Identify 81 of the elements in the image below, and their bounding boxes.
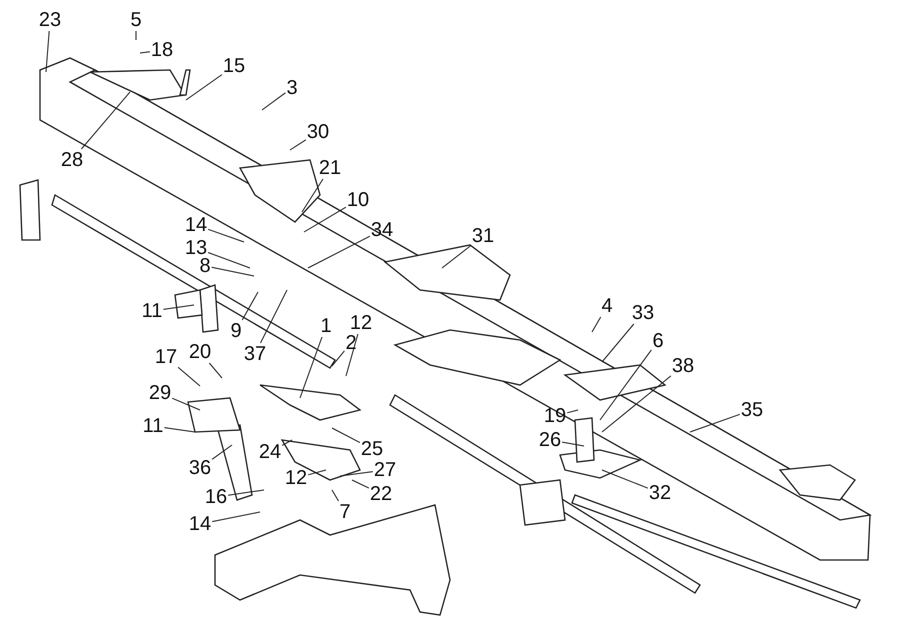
callout-number: 7 [339, 502, 351, 522]
callout-number: 10 [346, 190, 370, 210]
callout-number: 31 [472, 226, 494, 246]
leader-line [282, 440, 292, 446]
callout-number: 1 [320, 316, 332, 336]
callout-number: 14 [188, 514, 212, 534]
leader-line [566, 410, 578, 414]
leader-line [302, 178, 324, 212]
leader-line [140, 51, 150, 54]
leader-line [442, 245, 472, 268]
leader-line [592, 316, 602, 332]
leader-line [290, 139, 306, 150]
callout-number: 23 [38, 10, 62, 30]
leader-line [690, 414, 740, 432]
leader-line [260, 290, 288, 344]
callout-number: 35 [740, 400, 764, 420]
callout-number: 29 [148, 383, 172, 403]
leader-line [208, 252, 250, 268]
callout-number: 21 [318, 158, 342, 178]
leader-line [332, 490, 339, 502]
callout-number: 2 [345, 333, 357, 353]
callout-number: 33 [632, 303, 654, 323]
callout-number: 38 [672, 356, 694, 376]
leader-line [172, 398, 200, 410]
callout-number: 26 [538, 430, 562, 450]
callout-number: 20 [188, 342, 212, 362]
callout-number: 8 [199, 256, 211, 276]
callout-number: 5 [130, 10, 142, 30]
callout-number: 36 [188, 458, 212, 478]
callout-number: 24 [258, 442, 282, 462]
leader-line [228, 490, 264, 496]
callout-number: 37 [244, 344, 266, 364]
leader-line [46, 30, 50, 72]
callout-number: 11 [142, 301, 162, 321]
leader-line [164, 427, 196, 432]
callout-number: 34 [370, 220, 394, 240]
leader-line [332, 350, 345, 366]
callout-number: 13 [184, 238, 208, 258]
leader-line [602, 470, 648, 489]
leader-line [308, 236, 370, 268]
callout-number: 28 [60, 150, 84, 170]
callout-number: 11 [142, 416, 164, 436]
callout-number: 32 [648, 483, 672, 503]
leader-line [262, 92, 286, 110]
leader-line [600, 349, 652, 420]
callout-number: 30 [306, 122, 330, 142]
callout-number: 18 [150, 40, 174, 60]
leader-line [212, 444, 232, 460]
leader-line [304, 206, 346, 232]
callout-number: 16 [204, 487, 228, 507]
leader-line [162, 304, 194, 310]
leader-line [346, 334, 358, 376]
callout-number: 9 [230, 321, 242, 341]
leader-line [242, 292, 258, 320]
leader-line [602, 324, 634, 362]
callout-number: 4 [601, 296, 613, 316]
callout-number: 15 [222, 56, 246, 76]
leader-line [300, 336, 322, 398]
leader-line [352, 480, 370, 489]
callout-number: 6 [652, 331, 664, 351]
leader-line [211, 266, 254, 276]
leader-line [212, 512, 260, 522]
callout-number: 12 [284, 468, 308, 488]
callout-number: 3 [286, 78, 298, 98]
leader-line [562, 442, 584, 446]
leader-line [332, 428, 360, 444]
leader-line [308, 470, 326, 476]
leader-line [208, 228, 244, 242]
callout-number: 14 [184, 215, 208, 235]
callout-number: 27 [374, 460, 396, 480]
leader-line [178, 366, 200, 386]
leader-line [80, 92, 130, 150]
callout-number: 12 [350, 313, 372, 333]
callout-number: 22 [370, 484, 392, 504]
callout-number: 19 [544, 406, 566, 426]
callout-number: 25 [360, 439, 384, 459]
leader-line [186, 74, 222, 100]
leader-line [602, 375, 672, 432]
leader-line [208, 362, 222, 378]
leader-line [340, 471, 374, 476]
callout-number: 17 [154, 347, 178, 367]
